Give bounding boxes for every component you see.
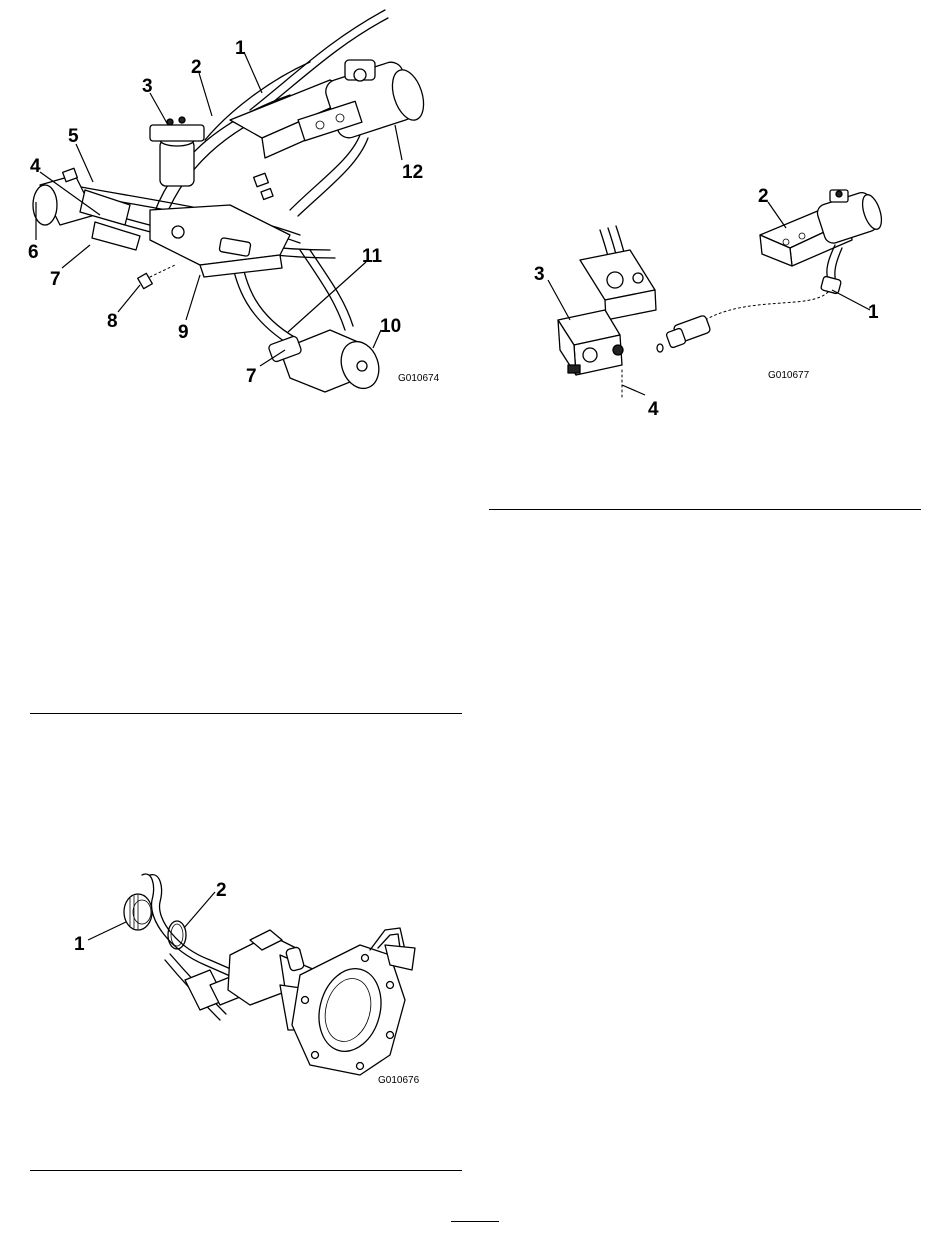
page-number-line <box>451 1221 499 1222</box>
divider-left-bottom <box>30 1170 462 1171</box>
divider-right-top <box>489 509 921 510</box>
callout-2: 2 <box>216 880 227 901</box>
callout-2: 2 <box>758 186 769 207</box>
figure-pump-fitting: 1 2 G010676 <box>60 860 460 1100</box>
callout-3: 3 <box>142 76 153 97</box>
callout-4: 4 <box>30 156 41 177</box>
hydraulic-assembly-illustration: 1 2 3 4 5 6 7 8 9 10 11 12 7 G010674 <box>0 0 470 400</box>
callout-1: 1 <box>74 934 85 955</box>
figure-code: G010676 <box>378 1075 420 1086</box>
callout-11: 11 <box>362 246 383 267</box>
callout-12: 12 <box>402 162 423 183</box>
callout-6: 6 <box>28 242 39 263</box>
callout-2: 2 <box>191 57 202 78</box>
callout-1: 1 <box>868 302 879 323</box>
figure-hydraulic-assembly: 1 2 3 4 5 6 7 8 9 10 11 12 7 G010674 <box>0 0 470 400</box>
callout-10: 10 <box>380 316 401 337</box>
callout-9: 9 <box>178 322 189 343</box>
callout-7: 7 <box>50 269 61 290</box>
callout-1: 1 <box>235 38 246 59</box>
pump-fitting-illustration: 1 2 G010676 <box>60 860 460 1100</box>
callout-3: 3 <box>534 264 545 285</box>
callout-7-lower: 7 <box>246 366 257 387</box>
figure-code: G010677 <box>768 370 810 381</box>
callout-4: 4 <box>648 399 659 420</box>
figure-valve-connection: 1 2 3 4 G010677 <box>490 170 910 430</box>
callout-5: 5 <box>68 126 79 147</box>
callout-8: 8 <box>107 311 118 332</box>
divider-left-middle <box>30 713 462 714</box>
valve-connection-illustration: 1 2 3 4 G010677 <box>490 170 910 430</box>
figure-code: G010674 <box>398 373 440 384</box>
